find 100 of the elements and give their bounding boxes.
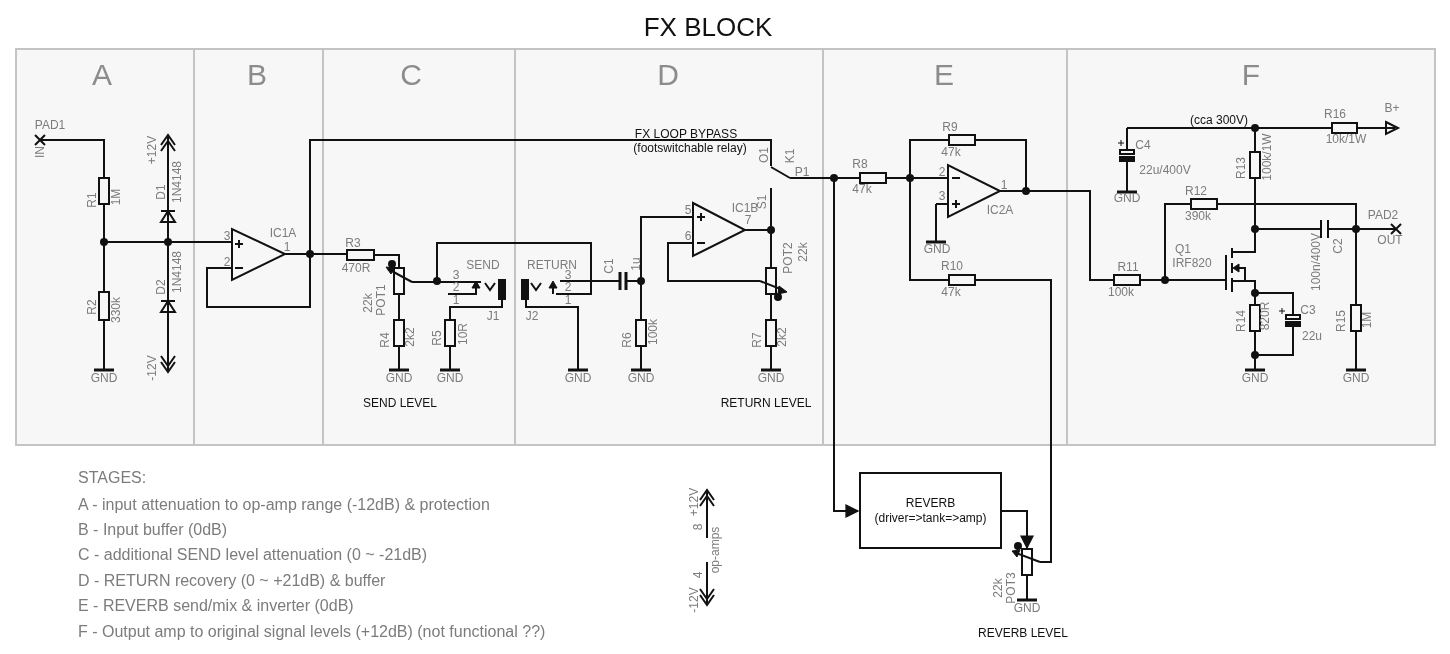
component-value: 1N4148 (171, 161, 183, 203)
stage-letter: E (934, 60, 954, 90)
component-value: 47k (852, 183, 872, 195)
component-value: 100k (647, 319, 659, 345)
stage-letter: B (247, 60, 267, 90)
signal-arrow (1001, 510, 1034, 550)
component-label: R7 (751, 332, 763, 348)
component-value: 22k (992, 578, 1004, 598)
component-value: 1N4148 (171, 251, 183, 293)
component-label: R13 (1235, 157, 1247, 179)
component-value: 820R (1259, 301, 1271, 331)
reverb-block (859, 472, 1002, 549)
note-text: FX LOOP BYPASS (634, 128, 738, 140)
section-label: REVERB LEVEL (978, 627, 1068, 639)
component-value: 47k (941, 286, 961, 298)
component-label: R3 (345, 237, 361, 249)
note-text: D - RETURN recovery (0 ~ +21dB) & buffer (78, 573, 386, 589)
note-heading: STAGES: (78, 470, 147, 486)
component-label: J1 (486, 310, 500, 322)
component-value: IRF820 (1172, 257, 1212, 269)
component-label: IC1B (731, 202, 759, 214)
component-label: R4 (379, 332, 391, 348)
component-label: R10 (941, 260, 963, 272)
net-label: OUT (1377, 234, 1403, 246)
net-label: PAD1 (34, 119, 66, 131)
component-label: C1 (603, 258, 615, 274)
pin-number: 3 (452, 269, 460, 281)
component-value: 22k (362, 293, 374, 313)
component-value: 2k2 (404, 327, 416, 347)
net-label: PAD2 (1367, 209, 1399, 221)
component-label: R5 (431, 330, 443, 346)
component-label: R12 (1185, 185, 1207, 197)
component-label: R9 (942, 121, 958, 133)
component-value: 1M (1361, 311, 1373, 329)
pin-number: 3 (564, 269, 572, 281)
component-value: 100n/400V (1310, 232, 1322, 292)
pin-number: 2 (938, 166, 946, 178)
note-text: (footswitchable relay) (633, 142, 747, 154)
net-label: GND (627, 372, 655, 384)
stage-letter: C (400, 60, 422, 90)
stage-letter: A (92, 60, 112, 90)
component-label: R6 (621, 332, 633, 348)
note-text: C - additional SEND level attenuation (0 ~ -21dB) (78, 547, 428, 563)
section-label: SEND LEVEL (363, 397, 437, 409)
component-value: 22u/400V (1139, 164, 1191, 176)
net-label: GND (436, 372, 464, 384)
component-label: IC1A (269, 227, 297, 239)
component-label: Q1 (1175, 243, 1191, 255)
net-label: GND (1342, 372, 1370, 384)
component-label: R8 (852, 158, 868, 170)
component-label: R2 (86, 299, 98, 315)
jack-label: SEND (466, 259, 500, 271)
component-label: D1 (155, 184, 167, 200)
component-label: R11 (1117, 261, 1139, 273)
net-label: +12V (146, 135, 158, 165)
component-label: POT2 (782, 242, 794, 274)
net-label: GND (90, 372, 118, 384)
stage-letter: F (1241, 60, 1261, 90)
component-value: 100k/1W (1261, 133, 1273, 181)
pin-number: 6 (684, 230, 692, 242)
component-label: POT3 (1005, 572, 1017, 604)
block-subtitle: (driver=>tank=>amp) (874, 510, 987, 526)
block-title: REVERB (905, 495, 956, 511)
component-value: 1u (630, 257, 642, 271)
signal-arrow (833, 439, 860, 518)
pin-number: 4 (692, 571, 704, 579)
pin-number: 1 (1000, 179, 1008, 191)
pin-number: 1 (452, 294, 460, 306)
pin-number: 1 (283, 241, 291, 253)
note-text: E - REVERB send/mix & inverter (0dB) (78, 598, 354, 614)
component-label: C3 (1300, 304, 1316, 316)
component-value: 1M (110, 188, 122, 206)
net-label: GND (923, 243, 951, 255)
component-value: 390k (1185, 210, 1211, 222)
pin-number: 2 (564, 281, 572, 293)
component-value: 10R (457, 323, 469, 345)
component-label: C4 (1135, 139, 1151, 151)
component-value: 22u (1302, 330, 1322, 342)
net-label: GND (1013, 602, 1041, 614)
component-label: R15 (1335, 310, 1347, 332)
net-label: GND (564, 372, 592, 384)
component-value: 10k/1W (1325, 133, 1367, 145)
diagram-title: FX BLOCK (643, 14, 773, 40)
pin-number: 2 (452, 281, 460, 293)
component-label: R1 (86, 192, 98, 208)
jack-label: RETURN (527, 259, 577, 271)
component-label: K1 (784, 148, 796, 164)
net-label: GND (1241, 372, 1269, 384)
net-label: GND (385, 372, 413, 384)
note-text: B - Input buffer (0dB) (78, 522, 228, 538)
component-value: 470R (341, 262, 371, 274)
note-text: A - input attenuation to op-amp range (-12dB) & protection (78, 497, 490, 513)
component-label: J2 (525, 310, 539, 322)
component-label: R16 (1324, 108, 1346, 120)
component-label: R14 (1235, 310, 1247, 332)
pin-number: 3 (938, 190, 946, 202)
component-value: 47k (941, 146, 961, 158)
component-label: IC2A (986, 204, 1014, 216)
net-label: +12V (688, 487, 700, 517)
component-label: POT1 (375, 284, 387, 316)
